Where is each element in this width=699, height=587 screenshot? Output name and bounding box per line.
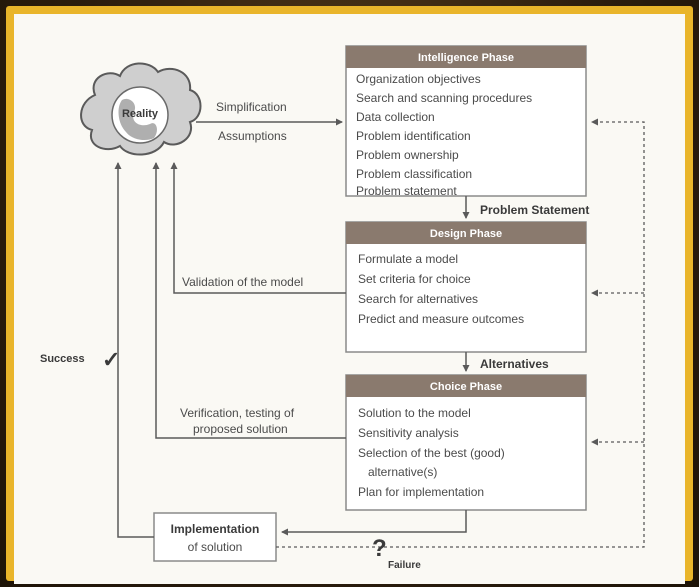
choice-item: Solution to the model [358,406,471,420]
design-item: Predict and measure outcomes [358,312,524,326]
design-item: Search for alternatives [358,292,478,306]
intelligence-phase-box: Intelligence Phase Organization objectiv… [345,45,587,198]
choice-header [346,375,586,397]
intelligence-item: Problem identification [356,129,471,143]
design-header [346,222,586,244]
choice-phase-box: Choice Phase Solution to the model Sensi… [345,374,587,511]
reality-label: Reality [122,108,159,120]
validation-label: Validation of the model [182,275,303,289]
intelligence-item: Problem ownership [356,148,459,162]
implementation-title: Implementation [171,522,260,536]
intelligence-header [346,46,586,68]
check-icon: ✓ [102,347,120,372]
intelligence-item: Organization objectives [356,72,481,86]
arrow-choice-to-implementation [281,510,467,536]
problem-statement-label: Problem Statement [480,203,589,217]
arrow-success-feedback [114,162,154,538]
question-mark-icon: ? [372,535,387,562]
failure-feedback-loop [276,118,645,548]
design-item: Set criteria for choice [358,272,471,286]
verification-label-line2: proposed solution [193,422,288,436]
intelligence-item: Problem classification [356,167,472,181]
intelligence-title: Intelligence Phase [418,52,514,64]
intelligence-item: Search and scanning procedures [356,91,532,105]
verification-label-line1: Verification, testing of [180,406,295,420]
design-title: Design Phase [430,228,502,240]
arrow-validation-feedback [170,162,346,294]
choice-title: Choice Phase [430,381,502,393]
choice-item: Plan for implementation [358,485,484,499]
choice-item: Sensitivity analysis [358,426,459,440]
failure-label: Failure [388,560,421,571]
choice-item: alternative(s) [368,465,437,479]
alternatives-label: Alternatives [480,357,549,371]
implementation-box: Implementation of solution [153,512,277,562]
choice-item: Selection of the best (good) [358,446,505,460]
design-phase-box: Design Phase Formulate a model Set crite… [345,221,587,353]
intelligence-item: Data collection [356,110,435,124]
implementation-subtitle: of solution [188,540,243,554]
assumptions-label: Assumptions [218,129,287,143]
intelligence-item: Problem statement [356,184,457,198]
reality-cloud: Reality [80,62,202,156]
success-label: Success [40,353,85,365]
simplification-label: Simplification [216,100,287,114]
arrow-verification-feedback [152,162,346,439]
design-item: Formulate a model [358,252,458,266]
